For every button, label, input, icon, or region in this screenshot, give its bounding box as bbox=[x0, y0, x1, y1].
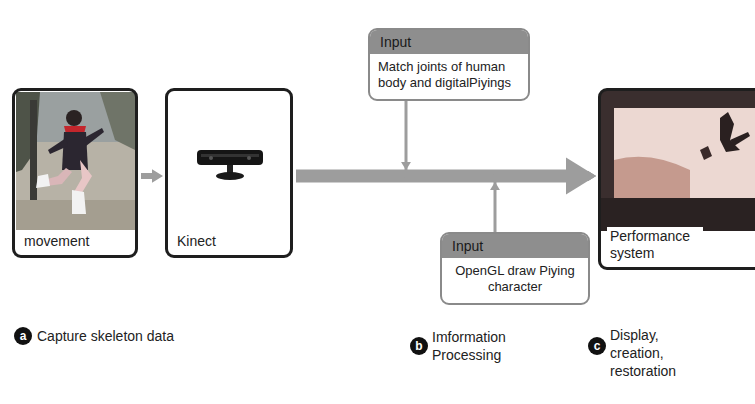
arrow-head bbox=[152, 169, 163, 183]
step-label: Display, creation, restoration bbox=[610, 326, 694, 380]
callout-number: b bbox=[410, 337, 428, 355]
panel-caption: Kinect bbox=[174, 232, 219, 251]
step-label: Capture skeleton data bbox=[37, 327, 237, 345]
panel-caption: Performance system bbox=[607, 227, 703, 263]
flow-arrow bbox=[490, 171, 596, 232]
arrow-line bbox=[406, 101, 590, 176]
callout-number: c bbox=[588, 337, 606, 355]
box-heading: Input bbox=[442, 234, 588, 258]
movement-photo bbox=[16, 92, 135, 230]
panel-caption: movement bbox=[21, 232, 92, 251]
performance-screen bbox=[601, 91, 755, 231]
arrow-line bbox=[495, 176, 590, 232]
input-box: InputMatch joints of human body and digi… bbox=[368, 28, 530, 101]
callout-number: a bbox=[14, 327, 32, 345]
input-box: InputOpenGL draw Piying character bbox=[440, 232, 590, 305]
flow-arrow bbox=[401, 101, 596, 181]
arrow-head bbox=[588, 171, 596, 181]
kinect-sensor bbox=[197, 150, 263, 180]
photo-panel: movement bbox=[12, 88, 138, 258]
box-heading: Input bbox=[370, 30, 528, 54]
box-text: Match joints of human body and digitalPi… bbox=[370, 54, 528, 99]
step-label: Imformation Processing bbox=[432, 328, 532, 364]
arrow-head bbox=[588, 171, 596, 181]
flow-arrow bbox=[141, 169, 163, 183]
display-panel: Performance system bbox=[598, 88, 755, 270]
sensor-panel: Kinect bbox=[165, 88, 293, 258]
box-text: OpenGL draw Piying character bbox=[442, 258, 588, 303]
